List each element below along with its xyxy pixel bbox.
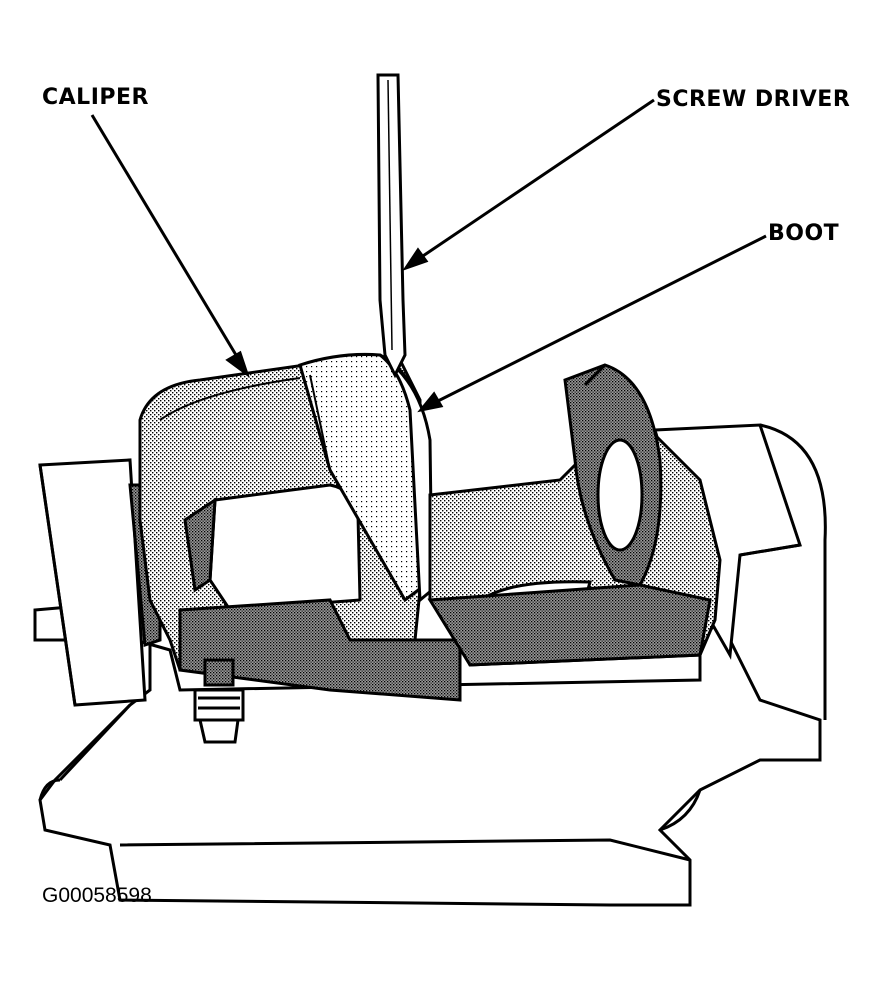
label-boot: BOOT: [768, 221, 840, 246]
leader-line-boot: [417, 234, 767, 413]
figure-id: G00058598: [42, 884, 152, 907]
caliper-ear: [563, 363, 663, 587]
leader-line-caliper: [90, 114, 250, 379]
leader-line-screw-driver: [402, 98, 655, 271]
screw-driver: [376, 73, 407, 379]
label-caliper: CALIPER: [42, 85, 149, 110]
bleeder-screw: [193, 658, 245, 744]
label-screw-driver: SCREW DRIVER: [656, 87, 851, 112]
